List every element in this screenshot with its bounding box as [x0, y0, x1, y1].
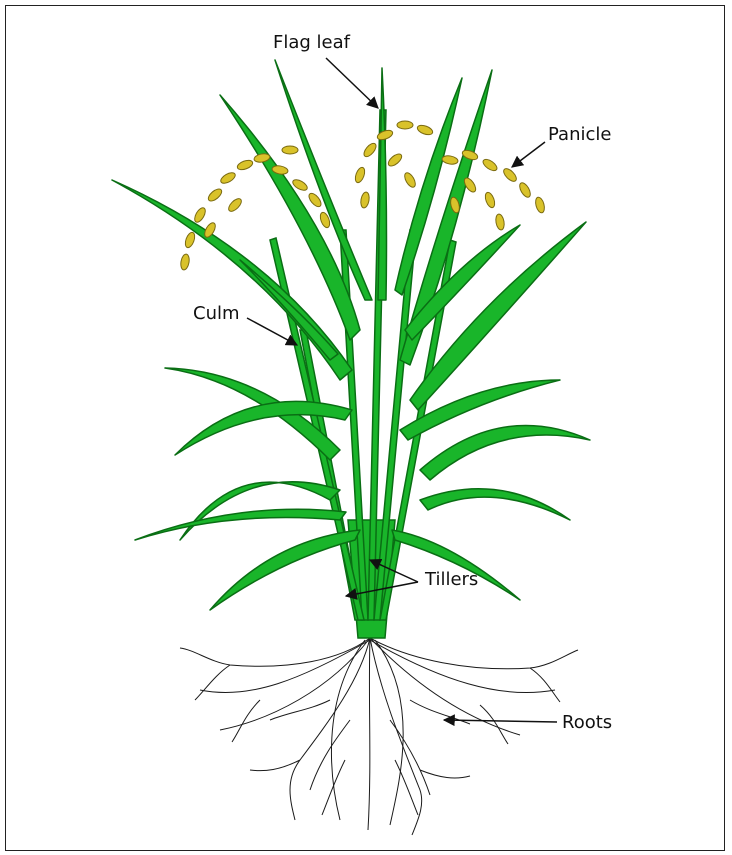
- flag-leaf-arrow: [326, 58, 378, 108]
- tillers-label: Tillers: [425, 571, 478, 589]
- roots: [180, 638, 578, 835]
- panicle-label: Panicle: [548, 126, 611, 144]
- flag-leaf-label: Flag leaf: [273, 34, 350, 52]
- panicle-arrow: [512, 142, 545, 167]
- roots-label: Roots: [562, 714, 612, 732]
- culm-label: Culm: [193, 305, 240, 323]
- roots-arrow: [444, 720, 557, 722]
